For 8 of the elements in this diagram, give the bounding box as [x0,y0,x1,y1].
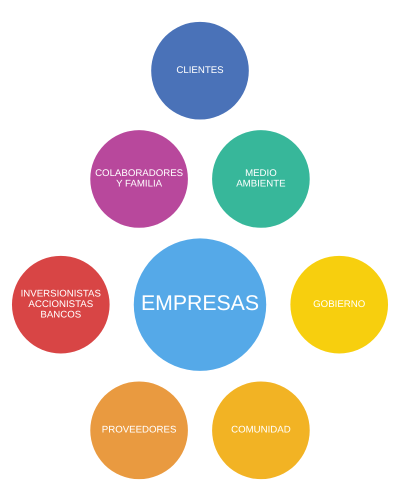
node-circle: COLABORADORES Y FAMILIA [90,130,188,228]
node-circle: MEDIO AMBIENTE [212,130,310,228]
node-circle: EMPRESAS [134,238,266,370]
node-circle: GOBIERNO [290,255,388,353]
node-circle: PROVEEDORES [90,381,188,479]
node-circle: CLIENTES [151,21,249,119]
node-circle: COMUNIDAD [212,381,310,479]
node-circle: INVERSIONISTAS ACCIONISTAS BANCOS [12,255,110,353]
